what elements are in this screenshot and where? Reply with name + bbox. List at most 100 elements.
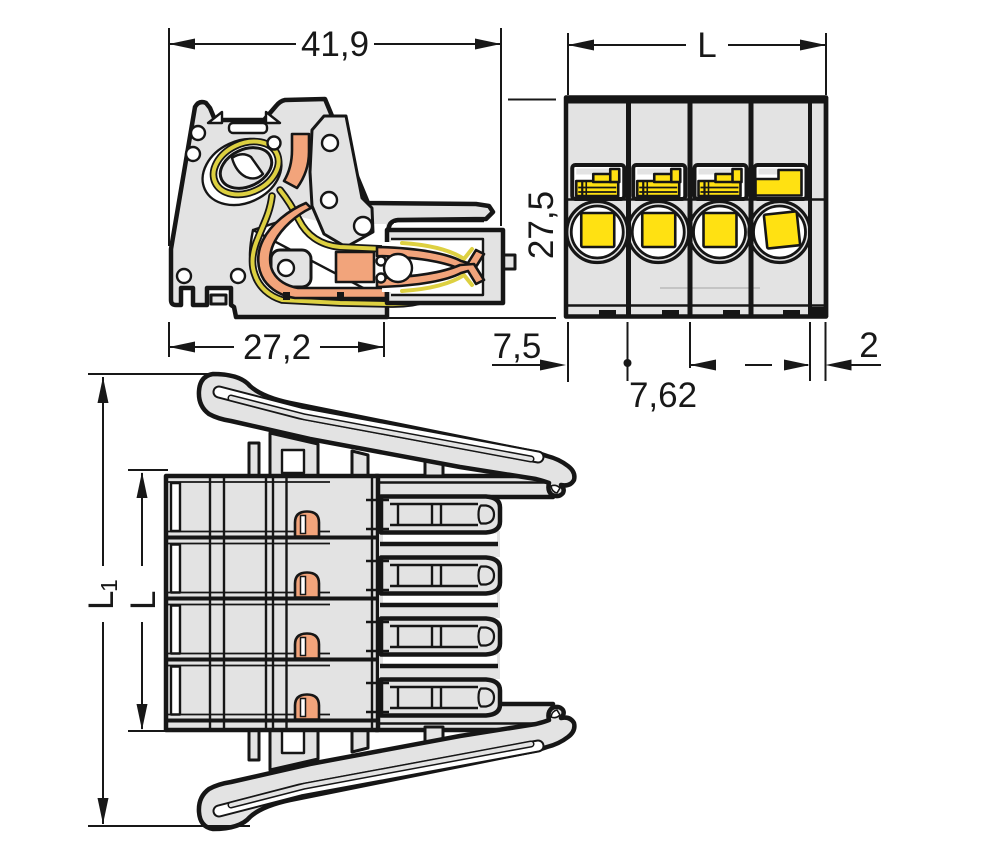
contact-slit [299,697,307,718]
cutout [230,153,265,180]
housing-part [283,292,290,300]
pole-contact-icon [293,571,321,599]
dim-arrow-icon [825,359,852,371]
housing-part [812,307,824,316]
pole-2 [626,163,691,265]
dim-arrow-icon [690,359,716,371]
actuator-part [731,167,743,184]
cutout [169,481,182,533]
spring-wire [400,241,474,262]
cutout [280,448,306,475]
housing-part [783,310,800,317]
dim-label-end-wall: 2 [859,326,878,365]
dim-arrow-icon [540,359,566,371]
housing-part [662,310,679,317]
dim-label-length: L [697,26,716,65]
side-view: 41,9 [168,25,569,382]
contact-slit [299,636,307,657]
actuator-part [608,167,621,184]
pole-contact-icon [293,510,321,538]
push-button [579,211,616,249]
top-view-contacts [293,510,321,721]
housing-part [350,449,370,478]
push-button [702,211,738,249]
spring-wire [400,272,474,293]
housing-part [698,168,743,175]
contour-shape [477,626,496,647]
dim-label-pitch: 7,62 [629,376,697,415]
copper-part [282,132,311,190]
cutout [169,604,182,655]
spring-anchor [218,146,274,190]
dim-label-l1-sub: 1 [96,579,122,592]
front-feet [599,307,824,317]
contour-shape [477,565,496,586]
shroud-gap-slit [383,655,497,665]
contact-blade-upper [375,245,486,272]
dim-arrow-icon [97,798,109,824]
cutout [169,665,182,716]
dim-label-27-2: 27,2 [243,328,311,367]
cutout [229,267,247,285]
dim-base-width: 27,2 [168,322,385,367]
dim-arrow-icon [97,377,109,403]
contour-shape [477,687,496,708]
drawing-group [167,535,378,723]
actuator-part [754,168,803,197]
dim-label-l-main: L [124,591,163,610]
shroud-gap-slit [383,594,497,604]
dim-plug-depth: 7,5 [492,322,569,382]
push-button [640,211,677,249]
dim-arrow-left-icon [169,38,195,50]
housing-part [599,310,616,317]
contour-shape [229,396,533,461]
housing-part [337,292,344,300]
dim-label-l1-main: L [82,591,121,610]
pole-3 [687,163,752,265]
marking-slot [227,121,269,135]
cutout [169,543,182,594]
cutout [319,190,339,210]
strain-relief-lever-top [196,371,577,499]
dim-arrow-icon [169,341,195,353]
clamp-cage [375,227,517,306]
cutout [352,215,374,237]
cutout [375,272,387,284]
dim-label-7-5: 7,5 [493,327,542,366]
dim-body-length: L [124,469,172,732]
cutout [175,267,193,285]
cutout [382,252,414,284]
contact-slit [299,514,307,535]
copper-busbar [256,132,388,300]
dim-height: 27,5 [385,98,561,319]
cutout [375,255,387,267]
dim-end-wall: 2 [784,322,881,381]
contour-shape [550,484,562,494]
cutout [266,135,282,151]
dim-arrow-icon [623,359,632,367]
dim-arrow-right-icon [475,38,501,50]
dim-label-27-5: 27,5 [522,191,561,259]
dim-arrow-icon [800,39,826,51]
pole-1 [565,163,630,265]
dim-pitch: 7,62 [623,322,772,415]
front-view: L [563,26,829,319]
latch-finger-gap [394,223,484,228]
pivot-pin-icon [247,441,261,478]
dim-arrow-icon [136,704,148,730]
housing-holes [175,124,374,285]
dim-total-width: 41,9 [168,25,502,246]
housing-part [576,168,621,175]
cutout [320,133,340,153]
dim-label-41-9: 41,9 [301,25,369,64]
cutout [184,145,202,163]
contour-shape [477,504,496,525]
push-button [762,210,802,250]
dim-length: L [567,26,827,95]
actuator-part [669,167,682,184]
shroud-gap-slit [383,533,497,543]
cutout [276,258,296,278]
housing-part [637,168,682,175]
